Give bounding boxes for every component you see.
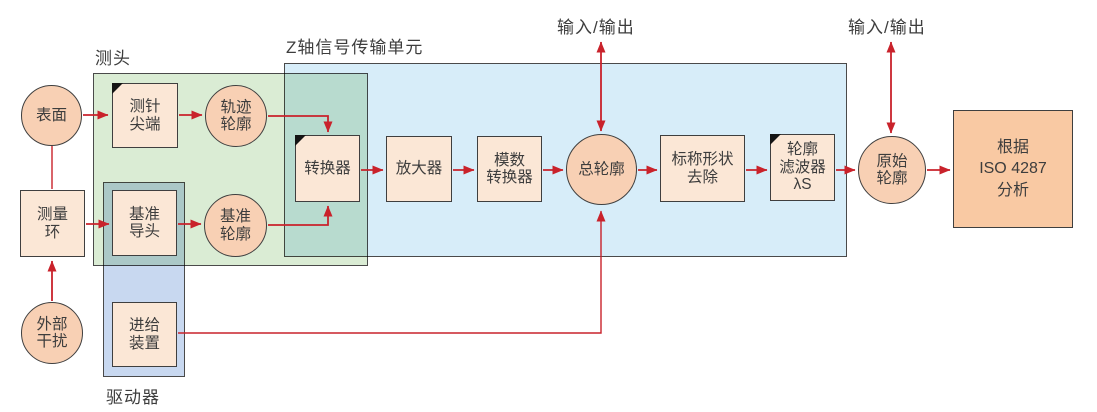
node-external-disturbance: 外部 干扰 (21, 302, 83, 364)
node-feed-device: 进给 装置 (112, 302, 177, 367)
node-nominal-form-removal: 标称形状 去除 (660, 135, 745, 202)
node-datum-guide: 基准 导头 (112, 190, 177, 256)
corner-fold-icon (112, 83, 123, 94)
node-primary-profile: 原始 轮廓 (858, 136, 926, 204)
node-measure-loop: 测量 环 (20, 190, 85, 257)
node-surface: 表面 (21, 85, 82, 146)
node-amplifier: 放大器 (386, 136, 452, 202)
zaxis-group-label: Z轴信号传输单元 (286, 38, 424, 57)
node-iso-4287-analysis: 根据 ISO 4287 分析 (953, 110, 1073, 228)
probe-group-label: 测头 (95, 49, 131, 68)
corner-fold-icon (770, 134, 781, 145)
io-label-center: 输入/输出 (557, 18, 635, 37)
node-profile-filter: 轮廓 滤波器 λS (770, 134, 835, 201)
node-ad-converter: 模数 转换器 (477, 136, 542, 202)
node-total-profile: 总轮廓 (566, 134, 637, 205)
io-label-right: 输入/输出 (848, 18, 926, 37)
node-trace-profile: 轨迹 轮廓 (205, 85, 267, 147)
node-datum-profile: 基准 轮廓 (204, 194, 267, 257)
node-transducer: 转换器 (295, 135, 360, 202)
node-stylus-tip: 测针 尖端 (112, 83, 178, 148)
zaxis-group-box (284, 63, 847, 257)
drive-group-label: 驱动器 (106, 388, 160, 407)
corner-fold-icon (295, 135, 306, 146)
